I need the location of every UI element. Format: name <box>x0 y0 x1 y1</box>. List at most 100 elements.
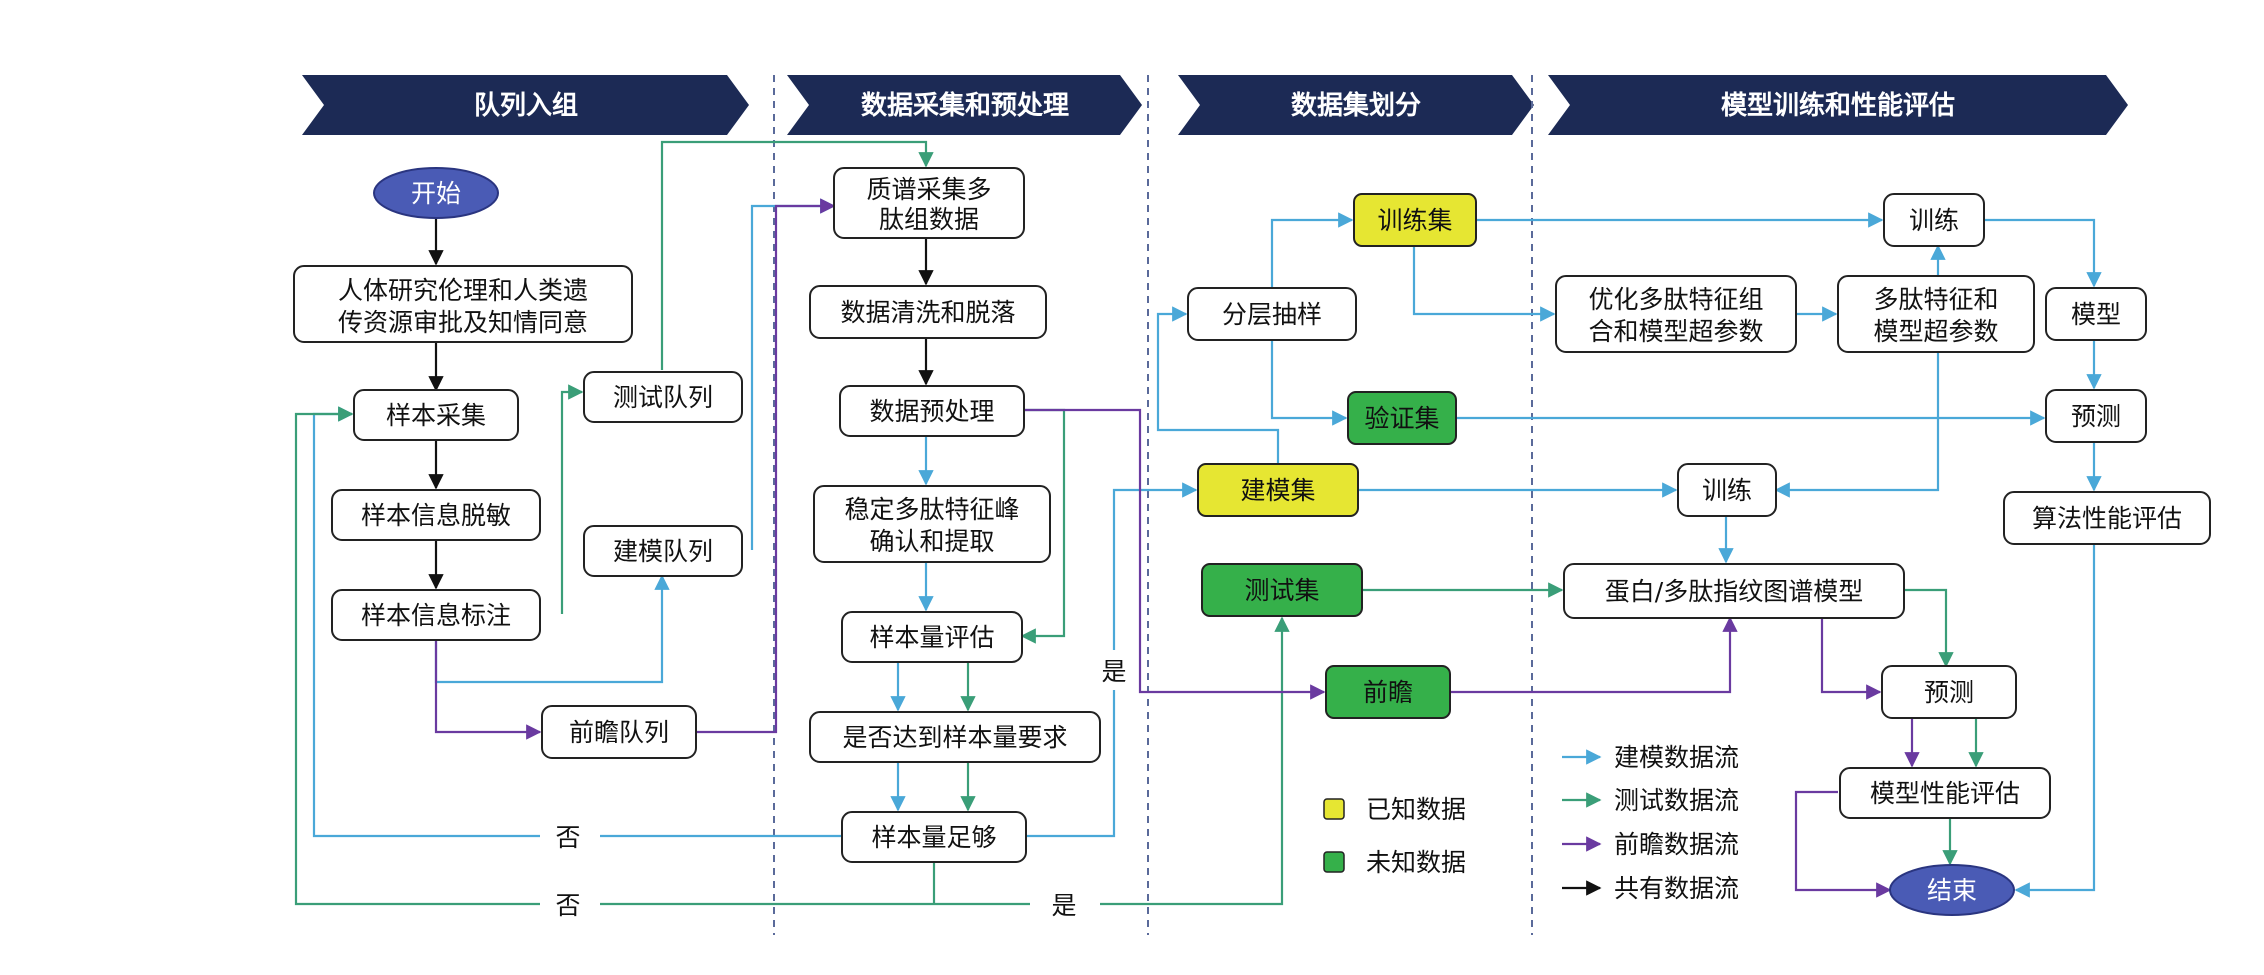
node-size-enough-label: 样本量足够 <box>871 823 996 852</box>
node-prosp-label: 前瞻 <box>1363 678 1413 707</box>
node-size-enough: 样本量足够 <box>841 811 1027 863</box>
node-predict1: 预测 <box>2045 389 2147 443</box>
edge-prosp-fingerprint <box>1450 616 1738 694</box>
edge-enough-yes-modelset <box>1026 690 1116 838</box>
node-val-set-label: 验证集 <box>1364 404 1439 433</box>
edge-yes2-testset <box>1100 616 1290 906</box>
node-ms-collect-line1: 质谱采集多 <box>866 175 991 204</box>
edge-strat-train <box>1270 212 1354 288</box>
node-model-label: 模型 <box>2071 300 2121 329</box>
node-size-meet-label: 是否达到样本量要求 <box>842 723 1067 752</box>
node-peak-extract: 稳定多肽特征峰 确认和提取 <box>813 485 1051 563</box>
node-start-label: 开始 <box>411 179 461 208</box>
node-size-eval: 样本量评估 <box>841 611 1023 663</box>
edge-label-yes: 是 <box>1051 891 1076 920</box>
node-model-set: 建模集 <box>1197 463 1359 517</box>
node-test-cohort: 测试队列 <box>583 371 743 423</box>
node-prosp-cohort-label: 前瞻队列 <box>569 718 669 747</box>
node-data-clean: 数据清洗和脱落 <box>809 285 1047 339</box>
node-fingerprint-label: 蛋白/多肽指纹图谱模型 <box>1605 577 1863 606</box>
node-predict2: 预测 <box>1881 665 2017 719</box>
node-data-clean-label: 数据清洗和脱落 <box>840 298 1015 327</box>
legend-shared-label: 共有数据流 <box>1614 874 1739 903</box>
nodes: 开始 人体研究伦理和人类遗 传资源审批及知情同意 样本采集 样本信息脱敏 样本信… <box>293 167 2211 916</box>
stage-dividers <box>773 75 1533 935</box>
node-fingerprint: 蛋白/多肽指纹图谱模型 <box>1563 563 1905 619</box>
edge-prospcohort-ms <box>696 198 836 734</box>
edge-label-yes: 是 <box>1101 657 1126 686</box>
node-ethics-line2: 传资源审批及知情同意 <box>338 308 588 337</box>
edge-pre-prosp <box>1024 408 1326 700</box>
node-test-cohort-label: 测试队列 <box>613 383 713 412</box>
node-algo-eval-label: 算法性能评估 <box>2032 504 2182 533</box>
node-model-cohort-label: 建模队列 <box>613 537 713 566</box>
node-size-eval-label: 样本量评估 <box>869 623 994 652</box>
node-end: 结束 <box>1889 864 2015 916</box>
edge-no2-left <box>294 406 540 906</box>
stage-data-collection: 数据采集和预处理 <box>787 75 1142 135</box>
legend-modeling-label: 建模数据流 <box>1614 743 1739 772</box>
node-val-set: 验证集 <box>1347 391 1457 445</box>
node-algo-eval: 算法性能评估 <box>2003 491 2211 545</box>
stage-dataset-split: 数据集划分 <box>1178 75 1534 135</box>
node-features-line2: 模型超参数 <box>1873 317 1998 346</box>
node-ms-collect: 质谱采集多 肽组数据 <box>833 167 1025 239</box>
stage-label: 数据集划分 <box>1291 90 1421 121</box>
node-sample-collect-label: 样本采集 <box>386 401 486 430</box>
stage-label: 队列入组 <box>474 90 578 121</box>
node-start: 开始 <box>373 167 499 219</box>
legend-testing-label: 测试数据流 <box>1614 786 1739 815</box>
stage-banners: 队列入组 数据采集和预处理 数据集划分 模型训练和性能评估 <box>302 75 2128 135</box>
node-peak-extract-line1: 稳定多肽特征峰 <box>844 495 1019 524</box>
node-ethics: 人体研究伦理和人类遗 传资源审批及知情同意 <box>293 265 633 343</box>
legend-unknown-swatch <box>1323 851 1345 873</box>
edge-train-optimize <box>1412 246 1556 322</box>
stage-cohort-enrollment: 队列入组 <box>302 75 749 135</box>
legend-prospective-label: 前瞻数据流 <box>1614 830 1739 859</box>
edge-features-train2 <box>1774 352 1940 498</box>
edge-annot-testcohort <box>560 384 584 614</box>
node-features-line1: 多肽特征和 <box>1873 285 1998 314</box>
edge-train1-model <box>1984 218 2102 288</box>
legend-unknown-label: 未知数据 <box>1366 848 1466 877</box>
edge-strat-val <box>1270 340 1348 426</box>
node-sample-deid-label: 样本信息脱敏 <box>361 501 511 530</box>
node-features: 多肽特征和 模型超参数 <box>1837 275 2035 353</box>
edge-annot-prospcohort <box>434 640 542 740</box>
node-train2-label: 训练 <box>1702 476 1752 505</box>
node-sample-collect: 样本采集 <box>353 389 519 441</box>
node-end-label: 结束 <box>1927 876 1977 905</box>
edge-algo-end <box>2014 544 2096 898</box>
node-prosp: 前瞻 <box>1325 665 1451 719</box>
node-model-eval: 模型性能评估 <box>1839 767 2051 819</box>
stage-label: 数据采集和预处理 <box>861 90 1069 121</box>
node-peak-extract-line2: 确认和提取 <box>869 527 994 556</box>
node-ethics-line1: 人体研究伦理和人类遗 <box>338 276 588 305</box>
node-test-set: 测试集 <box>1201 563 1363 617</box>
node-model: 模型 <box>2045 287 2147 341</box>
node-stratified: 分层抽样 <box>1187 287 1357 341</box>
node-predict1-label: 预测 <box>2071 402 2121 431</box>
node-size-meet: 是否达到样本量要求 <box>809 711 1101 763</box>
node-train-set-label: 训练集 <box>1377 206 1452 235</box>
edge-fingerprint-predict2 <box>1904 588 1954 668</box>
legend-known-swatch <box>1323 798 1345 820</box>
node-predict2-label: 预测 <box>1924 678 1974 707</box>
node-model-cohort: 建模队列 <box>583 525 743 577</box>
node-train-set: 训练集 <box>1353 193 1477 247</box>
node-stratified-label: 分层抽样 <box>1222 300 1322 329</box>
edge-yes-modelset-cont <box>1112 482 1198 650</box>
legend: 已知数据 未知数据 建模数据流 测试数据流 前瞻数据流 共有数据流 <box>1323 743 1739 903</box>
legend-known-label: 已知数据 <box>1366 795 1466 824</box>
node-optimize-line2: 合和模型超参数 <box>1588 317 1763 346</box>
node-train1: 训练 <box>1883 193 1985 247</box>
node-prosp-cohort: 前瞻队列 <box>541 705 697 759</box>
node-test-set-label: 测试集 <box>1244 576 1319 605</box>
edge-testcohort-ms <box>660 140 934 370</box>
edge-fingerprint-predict2-purple <box>1820 618 1882 700</box>
stage-label: 模型训练和性能评估 <box>1721 90 1955 121</box>
node-preprocess: 数据预处理 <box>839 385 1025 437</box>
edge-eval-end-purple <box>1794 790 1892 898</box>
node-model-eval-label: 模型性能评估 <box>1870 779 2020 808</box>
